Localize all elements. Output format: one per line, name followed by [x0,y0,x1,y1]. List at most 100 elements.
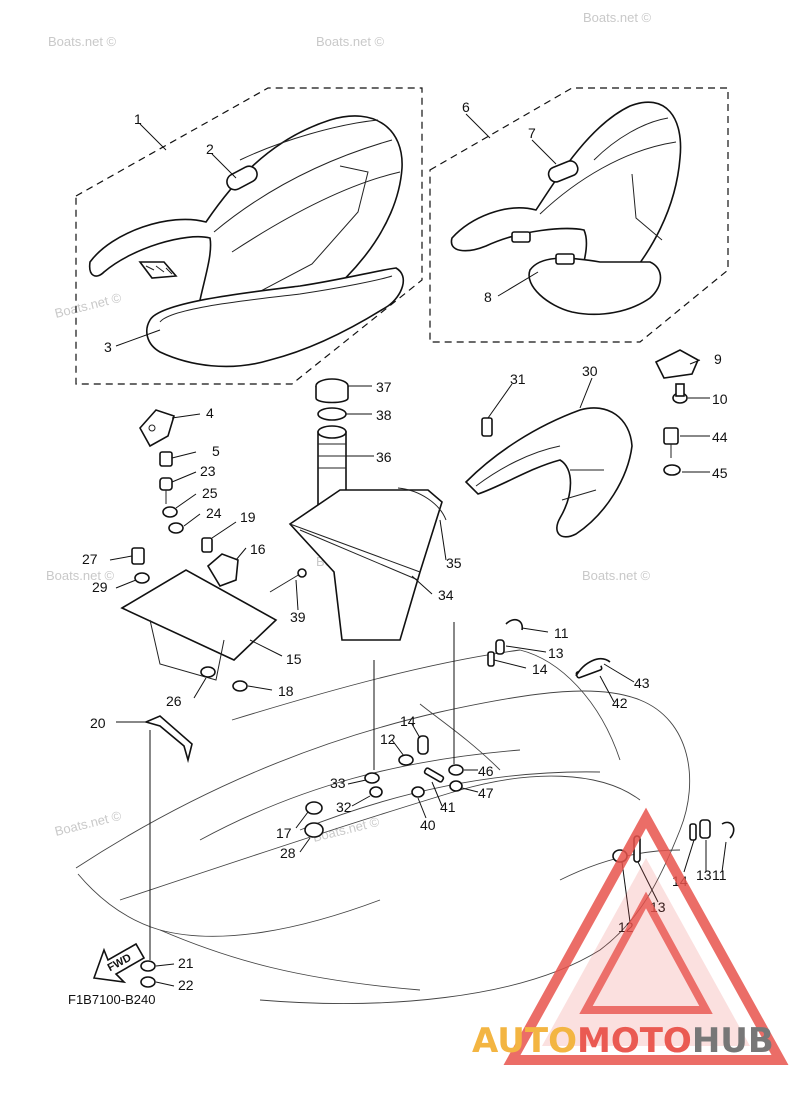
callout-11: 11 [554,625,569,641]
bolt-44 [663,427,679,458]
callout-32: 32 [336,799,352,815]
clip-right-11 [721,821,735,839]
seat-grab-strap-part [226,165,258,191]
bolt-10 [672,383,688,404]
storage-bucket-34 [288,489,443,641]
callout-30: 30 [582,363,598,379]
clip-right-14 [689,823,697,841]
washer-24 [168,522,184,534]
washer-33 [364,772,380,784]
callout-13-hull: 14 [400,713,416,729]
nut-28 [304,822,324,838]
hook-43 [575,658,611,677]
callout-23: 23 [200,463,216,479]
brand-moto-text: MOTO [577,1021,692,1061]
clip-11 [505,618,524,631]
watermark: Boats.net © [582,568,651,583]
automotohub-logo: AUTOMOTOHUB [472,807,789,1065]
callout-7: 7 [528,125,536,141]
watermark: Boats.net © [48,34,117,49]
bolt-19 [201,537,213,553]
brand-auto-text: AUTO [472,1021,577,1061]
washer-46 [448,764,464,776]
callout-46: 46 [478,763,494,779]
bracket-16 [206,553,239,587]
callout-5: 5 [212,443,220,459]
front-seat-seal-part [146,267,405,368]
callout-3: 3 [104,339,112,355]
watermark: Boats.net © [316,34,385,49]
callout-37: 37 [376,379,392,395]
nut-47 [449,780,463,792]
rear-seat-part [450,101,682,311]
callout-31: 31 [510,371,526,387]
nut-40 [411,786,425,798]
washer-29 [134,572,150,584]
leader-lines [109,113,727,987]
callout-40: 40 [420,817,436,833]
watermark: Boats.net © [583,10,652,25]
callout-14: 14 [532,661,548,677]
callout-33: 33 [330,775,346,791]
callout-8: 8 [484,289,492,305]
callout-47: 47 [478,785,494,801]
cap-37 [315,378,349,404]
nut-21 [140,960,156,972]
tray-30 [464,407,633,538]
diagram-code: F1B7100-B240 [68,992,155,1007]
callout-42: 42 [612,695,628,711]
callout-15: 15 [286,651,302,667]
watermark: Boats.net © [53,808,123,839]
callout-1: 1 [134,111,142,127]
callout-43: 43 [634,675,650,691]
callout-6: 6 [462,99,470,115]
callout-11-right: 11 [712,867,727,883]
brand-auto: AUTOMOTOHUB [472,1021,774,1061]
callout-12: 12 [380,731,396,747]
rear-seat-strap-part [547,160,579,183]
fastener-13 [417,735,429,755]
callout-4: 4 [206,405,214,421]
plate-41 [423,767,445,783]
bolt-31 [481,417,493,437]
callout-38: 38 [376,407,392,423]
nut-32 [369,786,383,798]
brand-hub-text: HUB [692,1021,774,1061]
callout-9: 9 [714,351,722,367]
seal-35 [397,487,447,521]
fastener-5 [159,451,173,467]
callout-19: 19 [240,509,256,525]
callout-10: 10 [712,391,728,407]
watermark: Boats.net © [53,290,123,321]
washer-45 [663,464,681,476]
callout-22: 22 [178,977,194,993]
callout-27: 27 [82,551,98,567]
callout-39: 39 [290,609,306,625]
rear-seat-frame-part [511,231,662,316]
callout-36: 36 [376,449,392,465]
callout-44: 44 [712,429,728,445]
callout-24: 24 [206,505,222,521]
nut-26 [200,666,216,678]
screw-39 [269,568,307,593]
callout-35: 35 [446,555,462,571]
callout-45: 45 [712,465,728,481]
watermark: Boats.net © [46,568,115,583]
hook-20 [143,715,193,764]
callout-26: 26 [166,693,182,709]
callout-13: 13 [548,645,564,661]
bolt-27 [131,547,145,565]
clip-13 [495,639,505,655]
washer-17 [305,801,323,815]
callout-28: 28 [280,845,296,861]
callout-25: 25 [202,485,218,501]
fastener-12 [398,754,414,766]
clip-14 [487,651,495,667]
callout-20: 20 [90,715,106,731]
nut-22 [140,976,156,988]
callout-2: 2 [206,141,214,157]
callout-29: 29 [92,579,108,595]
seat-latch-9 [654,349,700,379]
